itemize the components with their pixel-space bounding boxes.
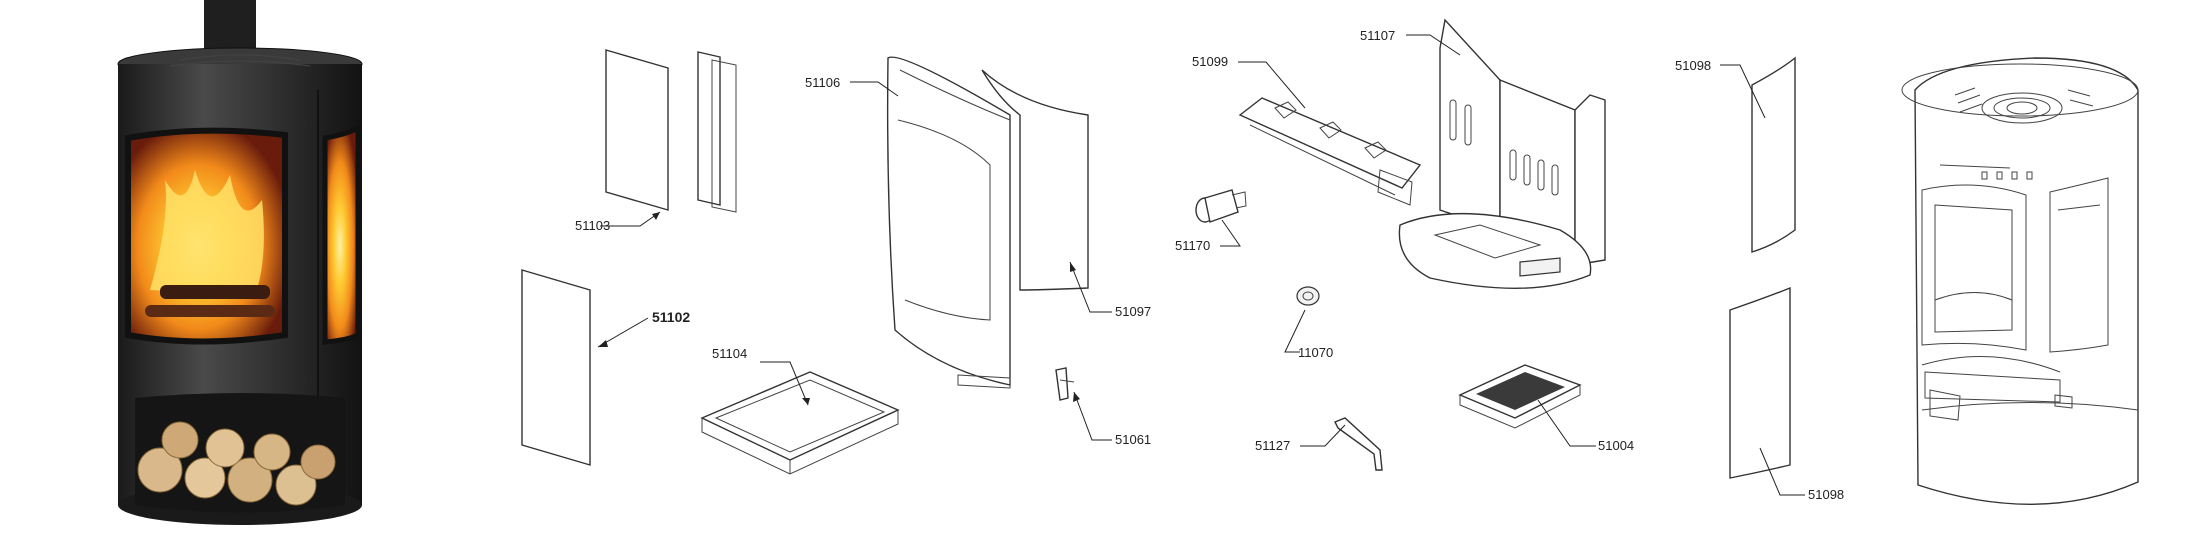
label-51061: 51061: [1115, 432, 1151, 447]
firewood: [137, 421, 336, 506]
label-51170: 51170: [1175, 238, 1210, 253]
part-51104: 51104: [700, 346, 900, 475]
part-51170: 51170: [1175, 189, 1247, 253]
label-51097: 51097: [1115, 304, 1151, 319]
label-51103: 51103: [575, 218, 610, 233]
part-51102: 51102: [521, 269, 690, 466]
part-51098-top: 51098: [1675, 56, 1796, 253]
part-51106: 51106: [805, 56, 1011, 386]
label-51106: 51106: [805, 75, 840, 90]
part-51103: 51103: [575, 49, 737, 233]
part-51099: 51099: [1192, 54, 1422, 206]
part-11070: 11070: [1284, 286, 1333, 360]
label-11070: 11070: [1298, 345, 1333, 360]
label-51127: 51127: [1255, 438, 1290, 453]
part-51004: 51004: [1458, 364, 1634, 453]
assembled-stove-drawing: [1901, 57, 2139, 505]
stove-side-window: [322, 123, 361, 345]
stove-photo: [117, 0, 363, 525]
label-51099: 51099: [1192, 54, 1228, 69]
label-51004: 51004: [1598, 438, 1634, 453]
label-51098-bottom: 51098: [1808, 487, 1844, 502]
label-51107: 51107: [1360, 28, 1395, 43]
part-51061: 51061: [1055, 367, 1151, 447]
part-51127: 51127: [1255, 417, 1383, 471]
part-51097: 51097: [957, 69, 1151, 389]
label-51104: 51104: [712, 346, 747, 361]
label-51098-top: 51098: [1675, 58, 1711, 73]
label-51102: 51102: [652, 309, 690, 325]
part-51107: 51107: [1360, 18, 1606, 289]
part-51098-bottom: 51098: [1729, 286, 1844, 502]
